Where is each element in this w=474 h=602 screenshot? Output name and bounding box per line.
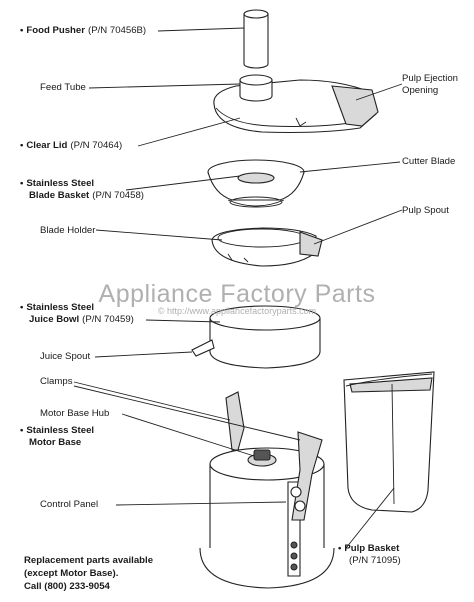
label-control-panel: Control Panel xyxy=(40,499,99,510)
label-juice-spout: Juice Spout xyxy=(40,351,91,362)
leader-lines xyxy=(73,27,403,549)
blade-basket-drawing xyxy=(207,159,305,208)
clear-lid-pn: (P/N 70464) xyxy=(70,140,123,151)
juice-bowl-line2: Juice Bowl xyxy=(29,313,80,325)
bullet-icon: • xyxy=(20,302,24,313)
blade-holder-drawing xyxy=(211,227,323,267)
blade-basket-line1: Stainless Steel xyxy=(26,178,95,189)
label-cutter-blade: Cutter Blade xyxy=(402,156,456,167)
motor-base-line1: Stainless Steel xyxy=(26,425,95,436)
bullet-icon: • xyxy=(20,178,24,189)
label-clamps: Clamps xyxy=(40,376,73,387)
footer-line2: (except Motor Base). xyxy=(24,568,119,579)
blade-basket-line2: Blade Basket xyxy=(29,189,90,201)
watermark-title: Appliance Factory Parts xyxy=(98,280,376,308)
label-juice-bowl: •Stainless Steel Juice Bowl(P/N 70459) xyxy=(20,302,134,325)
bullet-icon: • xyxy=(20,140,24,151)
juice-bowl-line1: Stainless Steel xyxy=(26,302,95,313)
label-blade-holder: Blade Holder xyxy=(40,225,96,236)
juice-bowl-pn: (P/N 70459) xyxy=(82,313,134,325)
label-feed-tube: Feed Tube xyxy=(40,82,86,93)
label-motor-base: •Stainless Steel Motor Base xyxy=(20,425,94,448)
clear-lid-drawing xyxy=(213,74,379,134)
bullet-icon: • xyxy=(338,543,342,554)
label-blade-basket: •Stainless Steel Blade Basket(P/N 70458) xyxy=(20,178,144,201)
juice-bowl-drawing xyxy=(191,305,321,369)
pulp-basket-drawing xyxy=(343,371,435,513)
label-pulp-ejection: Pulp Ejection Opening xyxy=(402,73,458,96)
label-motor-base-hub: Motor Base Hub xyxy=(40,408,110,419)
label-clear-lid: •Clear Lid(P/N 70464) xyxy=(20,140,122,152)
clear-lid-name: Clear Lid xyxy=(26,140,68,151)
food-pusher-name: Food Pusher xyxy=(26,25,85,36)
pulp-ejection-line1: Pulp Ejection xyxy=(402,73,458,84)
replacement-parts-note: Replacement parts available (except Moto… xyxy=(24,554,153,593)
label-pulp-spout: Pulp Spout xyxy=(402,205,449,216)
motor-base-drawing xyxy=(199,391,335,589)
watermark-url: © http://www.appliancefactoryparts.com xyxy=(157,306,317,316)
label-food-pusher: •Food Pusher(P/N 70456B) xyxy=(20,25,146,37)
pulp-basket-pn: (P/N 71095) xyxy=(349,554,401,566)
motor-base-line2: Motor Base xyxy=(29,436,82,448)
pulp-basket-name: Pulp Basket xyxy=(344,543,400,554)
pulp-ejection-line2: Opening xyxy=(402,84,439,96)
blade-basket-pn: (P/N 70458) xyxy=(92,189,144,201)
footer-line1: Replacement parts available xyxy=(24,555,154,566)
bullet-icon: • xyxy=(20,25,24,36)
label-pulp-basket: •Pulp Basket (P/N 71095) xyxy=(338,543,401,566)
footer-phone: Call (800) 233-9054 xyxy=(24,581,110,592)
food-pusher-pn: (P/N 70456B) xyxy=(88,25,147,36)
bullet-icon: • xyxy=(20,425,24,436)
food-pusher-drawing xyxy=(243,9,269,69)
